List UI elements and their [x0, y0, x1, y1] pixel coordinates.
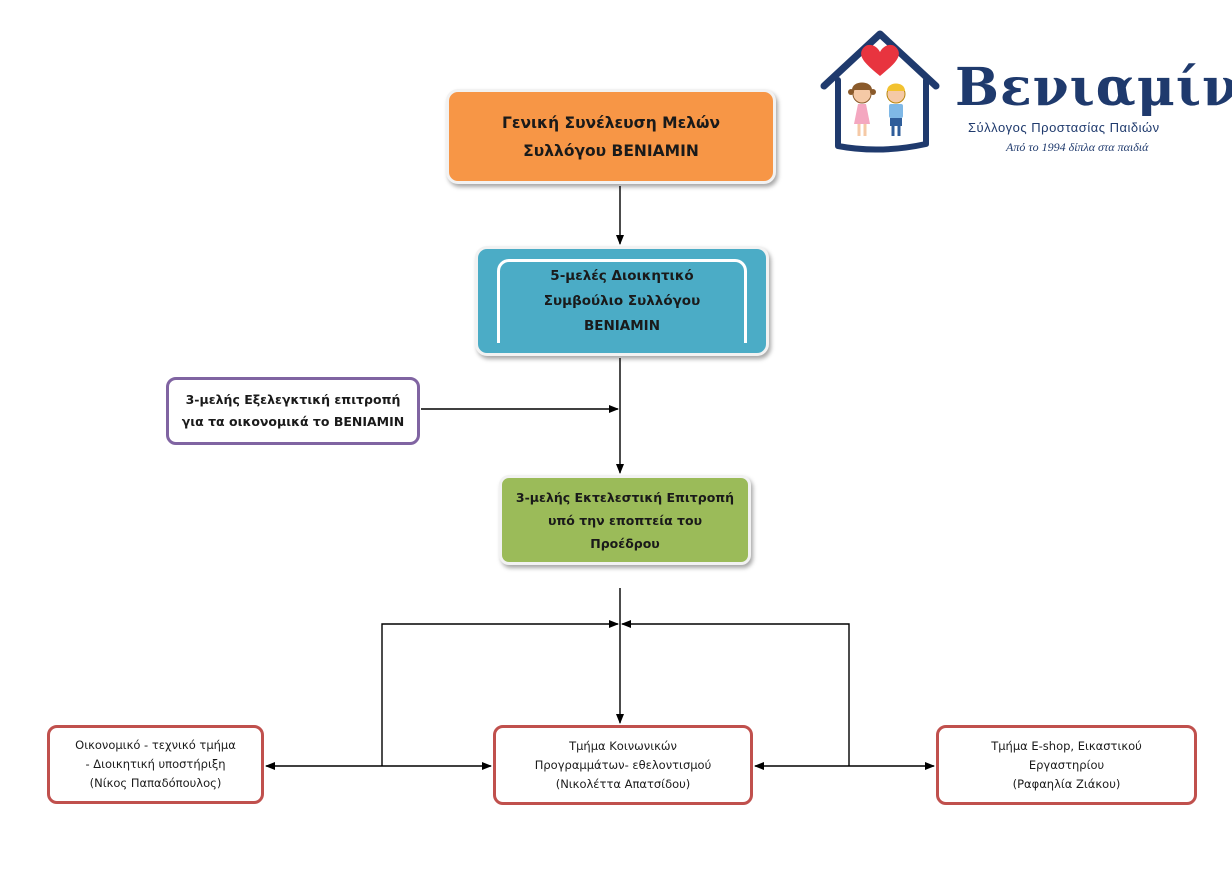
node-label: Προγραμμάτων- εθελοντισμού	[534, 757, 712, 772]
node-label: 5-μελές Διοικητικό	[550, 267, 694, 284]
node-label: Γενική Συνέλευση Μελών	[501, 113, 721, 132]
logo-tagline: Από το 1994 δίπλα στα παιδιά	[1006, 140, 1149, 154]
node-label: 3-μελής Εκτελεστική Επιτροπή	[515, 489, 735, 505]
node-finance-department: Οικονομικό - τεχνικό τμήμα - Διοικητική …	[47, 725, 264, 804]
node-label: ΒΕΝΙΑΜΙΝ	[583, 317, 661, 334]
node-label: (Νίκος Παπαδόπουλος)	[89, 776, 222, 790]
line-right-loop	[621, 620, 850, 766]
node-label: - Διοικητική υποστήριξη	[85, 757, 226, 771]
house-icon	[820, 30, 940, 153]
node-social-programs-department: Τμήμα Κοινωνικών Προγραμμάτων- εθελοντισ…	[493, 725, 753, 805]
line-left-loop	[381, 620, 619, 766]
node-label: για τα οικονομικά το ΒΕΝΙΑΜΙΝ	[181, 414, 405, 429]
node-executive-committee: 3-μελής Εκτελεστική Επιτροπή υπό την επο…	[499, 475, 751, 565]
node-label: Συλλόγου ΒΕΝΙΑΜΙΝ	[523, 141, 699, 160]
node-label: Συμβούλιο Συλλόγου	[543, 292, 701, 309]
node-label: Προέδρου	[590, 535, 660, 551]
node-label: Εργαστηρίου	[1028, 757, 1105, 772]
node-label: (Νικολέττα Απατσίδου)	[555, 776, 691, 791]
node-general-assembly: Γενική Συνέλευση Μελών Συλλόγου ΒΕΝΙΑΜΙΝ	[446, 89, 776, 184]
node-label: (Ραφαηλία Ζιάκου)	[1012, 776, 1121, 791]
heart-icon	[861, 44, 899, 76]
node-label: Τμήμα E-shop, Εικαστικού	[991, 738, 1142, 753]
node-label: Οικονομικό - τεχνικό τμήμα	[75, 738, 236, 752]
inner-frame	[497, 259, 747, 343]
node-board-of-directors: 5-μελές Διοικητικό Συμβούλιο Συλλόγου ΒΕ…	[475, 246, 769, 356]
node-audit-committee: 3-μελής Εξελεγκτική επιτροπή για τα οικο…	[166, 377, 420, 445]
girl-icon	[848, 82, 876, 136]
logo-subtitle: Σύλλογος Προστασίας Παιδιών	[968, 120, 1160, 135]
boy-icon	[886, 83, 906, 136]
logo-name: Βενιαμίν	[955, 57, 1232, 118]
node-label: 3-μελής Εξελεγκτική επιτροπή	[185, 392, 401, 407]
node-label: υπό την εποπτεία του	[547, 512, 703, 528]
node-eshop-department: Τμήμα E-shop, Εικαστικού Εργαστηρίου (Ρα…	[936, 725, 1197, 805]
logo: Βενιαμίν Σύλλογος Προστασίας Παιδιών Από…	[818, 28, 1232, 158]
node-label: Τμήμα Κοινωνικών	[569, 738, 677, 753]
